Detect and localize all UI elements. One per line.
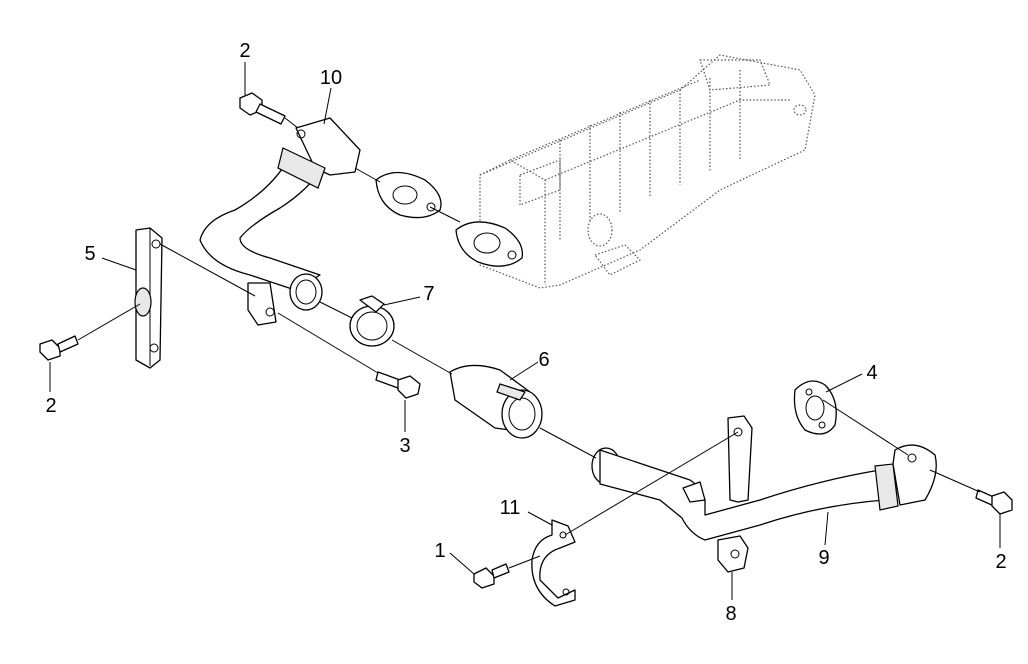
callout-5: 5: [84, 243, 95, 265]
callout-10: 10: [320, 67, 342, 89]
gasket-4: [793, 380, 837, 435]
bracket-8: [717, 415, 753, 573]
callout-2-top: 2: [239, 40, 250, 62]
clamp-7: [349, 295, 395, 347]
hose-6: [449, 364, 543, 439]
callout-9: 9: [818, 547, 829, 569]
callout-8: 8: [725, 603, 736, 625]
callout-3: 3: [399, 435, 410, 457]
bolt-2-left: [39, 335, 79, 361]
callout-11: 11: [500, 497, 521, 519]
clamp-11: [531, 519, 576, 607]
bolt-1: [473, 563, 510, 589]
bolt-3: [375, 371, 421, 399]
callout-leaders: [49, 62, 1001, 600]
callout-6: 6: [538, 349, 549, 371]
cooler-gasket-upper: [375, 171, 442, 219]
callout-2-right: 2: [995, 551, 1006, 573]
callout-1: 1: [434, 540, 445, 562]
pipe-9: [591, 444, 937, 541]
bracket-5: [134, 227, 163, 369]
egr-cooler-outline: [479, 54, 816, 289]
assembly-lines: [77, 117, 981, 569]
callout-labels: 2 10 5 2 7 3 6 4 2 9 8 11 1: [45, 40, 1006, 625]
bolt-2-right: [975, 489, 1013, 515]
bolt-2-top: [239, 92, 286, 125]
callout-4: 4: [866, 362, 877, 384]
cooler-gasket-lower: [455, 221, 524, 267]
callout-2-left: 2: [45, 395, 56, 417]
pipe-10: [199, 117, 361, 326]
callout-7: 7: [423, 283, 434, 305]
